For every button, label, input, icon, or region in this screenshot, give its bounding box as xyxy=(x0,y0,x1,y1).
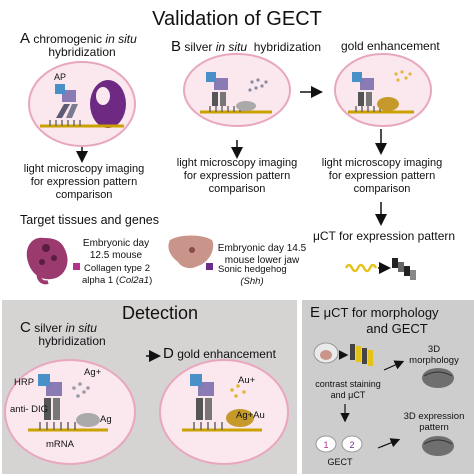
panel-c-circle xyxy=(4,359,136,465)
gold-enhancement-label: gold enhancement xyxy=(341,39,440,53)
panel-a-line1-italic: in situ xyxy=(105,32,137,46)
panel-b-label-italic: in situ xyxy=(215,40,248,54)
panel-a-line1: chromogenic xyxy=(33,32,106,46)
hrp-label: HRP xyxy=(14,377,35,388)
panel-e-graphics: 1 2 xyxy=(313,342,454,456)
panel-c-letter: C xyxy=(20,319,31,336)
panel-d-text: gold enhancement xyxy=(177,347,276,361)
panel-b-label: B silver in situ hybridization xyxy=(171,38,321,55)
jaw-desc-1: Embryonic day 14.5 xyxy=(217,243,307,254)
gold-caption-3: comparison xyxy=(353,183,411,195)
panel-a-circle-illustration xyxy=(28,61,136,147)
panel-a-line2: hybridization xyxy=(48,45,116,59)
panel-c-line2: hybridization xyxy=(38,334,106,348)
targets-heading: Target tissues and genes xyxy=(20,213,159,227)
embryo-desc-1: Embryonic day xyxy=(82,238,150,249)
uct-signal-illustration xyxy=(344,258,416,280)
ag-label: Ag xyxy=(100,414,112,425)
gene1-italic: Col2a1 xyxy=(118,275,150,286)
panel-e-title-1: E μCT for morphology xyxy=(310,304,439,321)
expr-label-1: 3D expression xyxy=(403,411,465,422)
page-title: Validation of GECT xyxy=(152,8,322,30)
panel-b-silver-circle xyxy=(183,53,291,127)
lower-jaw-illustration xyxy=(168,235,214,269)
gene1-line2-pre: alpha 1 ( xyxy=(82,275,119,286)
gold-caption-2: for expression pattern xyxy=(328,170,436,182)
panel-a-caption-2: for expression pattern xyxy=(30,176,138,188)
embryo-illustration xyxy=(26,237,68,285)
svg-text:1: 1 xyxy=(323,440,328,450)
panel-b-caption-1: light microscopy imaging xyxy=(176,157,298,169)
panel-b-label-pre: silver xyxy=(184,40,216,54)
svg-text:2: 2 xyxy=(349,440,354,450)
panel-b-caption-2: for expression pattern xyxy=(183,170,291,182)
gold-caption-1: light microscopy imaging xyxy=(321,157,443,169)
gold-enhancement-circle xyxy=(334,53,432,127)
panel-e-title-text: μCT for morphology xyxy=(323,305,439,320)
gene2-label: Sonic hedgehog xyxy=(218,264,287,275)
anti-dig-label: anti- DIG xyxy=(10,404,49,415)
panel-c-line1: silver xyxy=(34,321,66,335)
panel-d-circle xyxy=(159,359,289,465)
detection-heading: Detection xyxy=(121,303,199,323)
panel-d-letter: D xyxy=(163,345,174,362)
expr-label-2: pattern xyxy=(419,422,449,433)
panel-a-label: A chromogenic in situ xyxy=(20,30,137,47)
panel-e-letter: E xyxy=(310,304,321,321)
contrast-label-1: contrast staining xyxy=(315,379,381,389)
morph-label-2: morphology xyxy=(409,355,459,366)
panel-b-label-post: hybridization xyxy=(247,40,322,54)
panel-c-label: C silver in situ xyxy=(20,319,97,336)
shh-swatch xyxy=(206,263,213,270)
embryo-desc-2: 12.5 mouse xyxy=(89,250,143,261)
ag-au-label: Ag+Au xyxy=(236,410,265,421)
uct-expression-label: μCT for expression pattern xyxy=(312,229,456,243)
gene2-italic: (Shh) xyxy=(240,276,264,288)
gene1-close: ) xyxy=(149,275,153,286)
gect-label: GECT xyxy=(327,457,353,467)
panel-b-caption-3: comparison xyxy=(208,183,266,195)
panel-a-caption-1: light microscopy imaging xyxy=(23,163,145,175)
gene1-line1: Collagen type 2 xyxy=(84,263,151,274)
mrna-label: mRNA xyxy=(46,439,74,450)
au-plus-label: Au+ xyxy=(238,375,256,386)
panel-a-letter: A xyxy=(20,30,31,47)
ag-plus-label: Ag+ xyxy=(84,367,102,378)
panel-d-label: D gold enhancement xyxy=(163,345,276,362)
panel-c-line1-italic: in situ xyxy=(65,321,97,335)
panel-a-caption-3: comparison xyxy=(55,189,113,201)
col2a1-swatch xyxy=(73,263,80,270)
ap-label: AP xyxy=(54,72,67,82)
gene2-symbol: (Shh) xyxy=(240,276,264,287)
contrast-label-2: and μCT xyxy=(330,390,366,400)
morph-label-1: 3D xyxy=(427,344,441,355)
gene1-line2: alpha 1 (Col2a1) xyxy=(82,275,153,287)
jaw-desc-2: mouse lower jaw xyxy=(224,255,300,266)
panel-b-letter: B xyxy=(171,38,182,55)
panel-e-title-2: and GECT xyxy=(366,321,428,336)
